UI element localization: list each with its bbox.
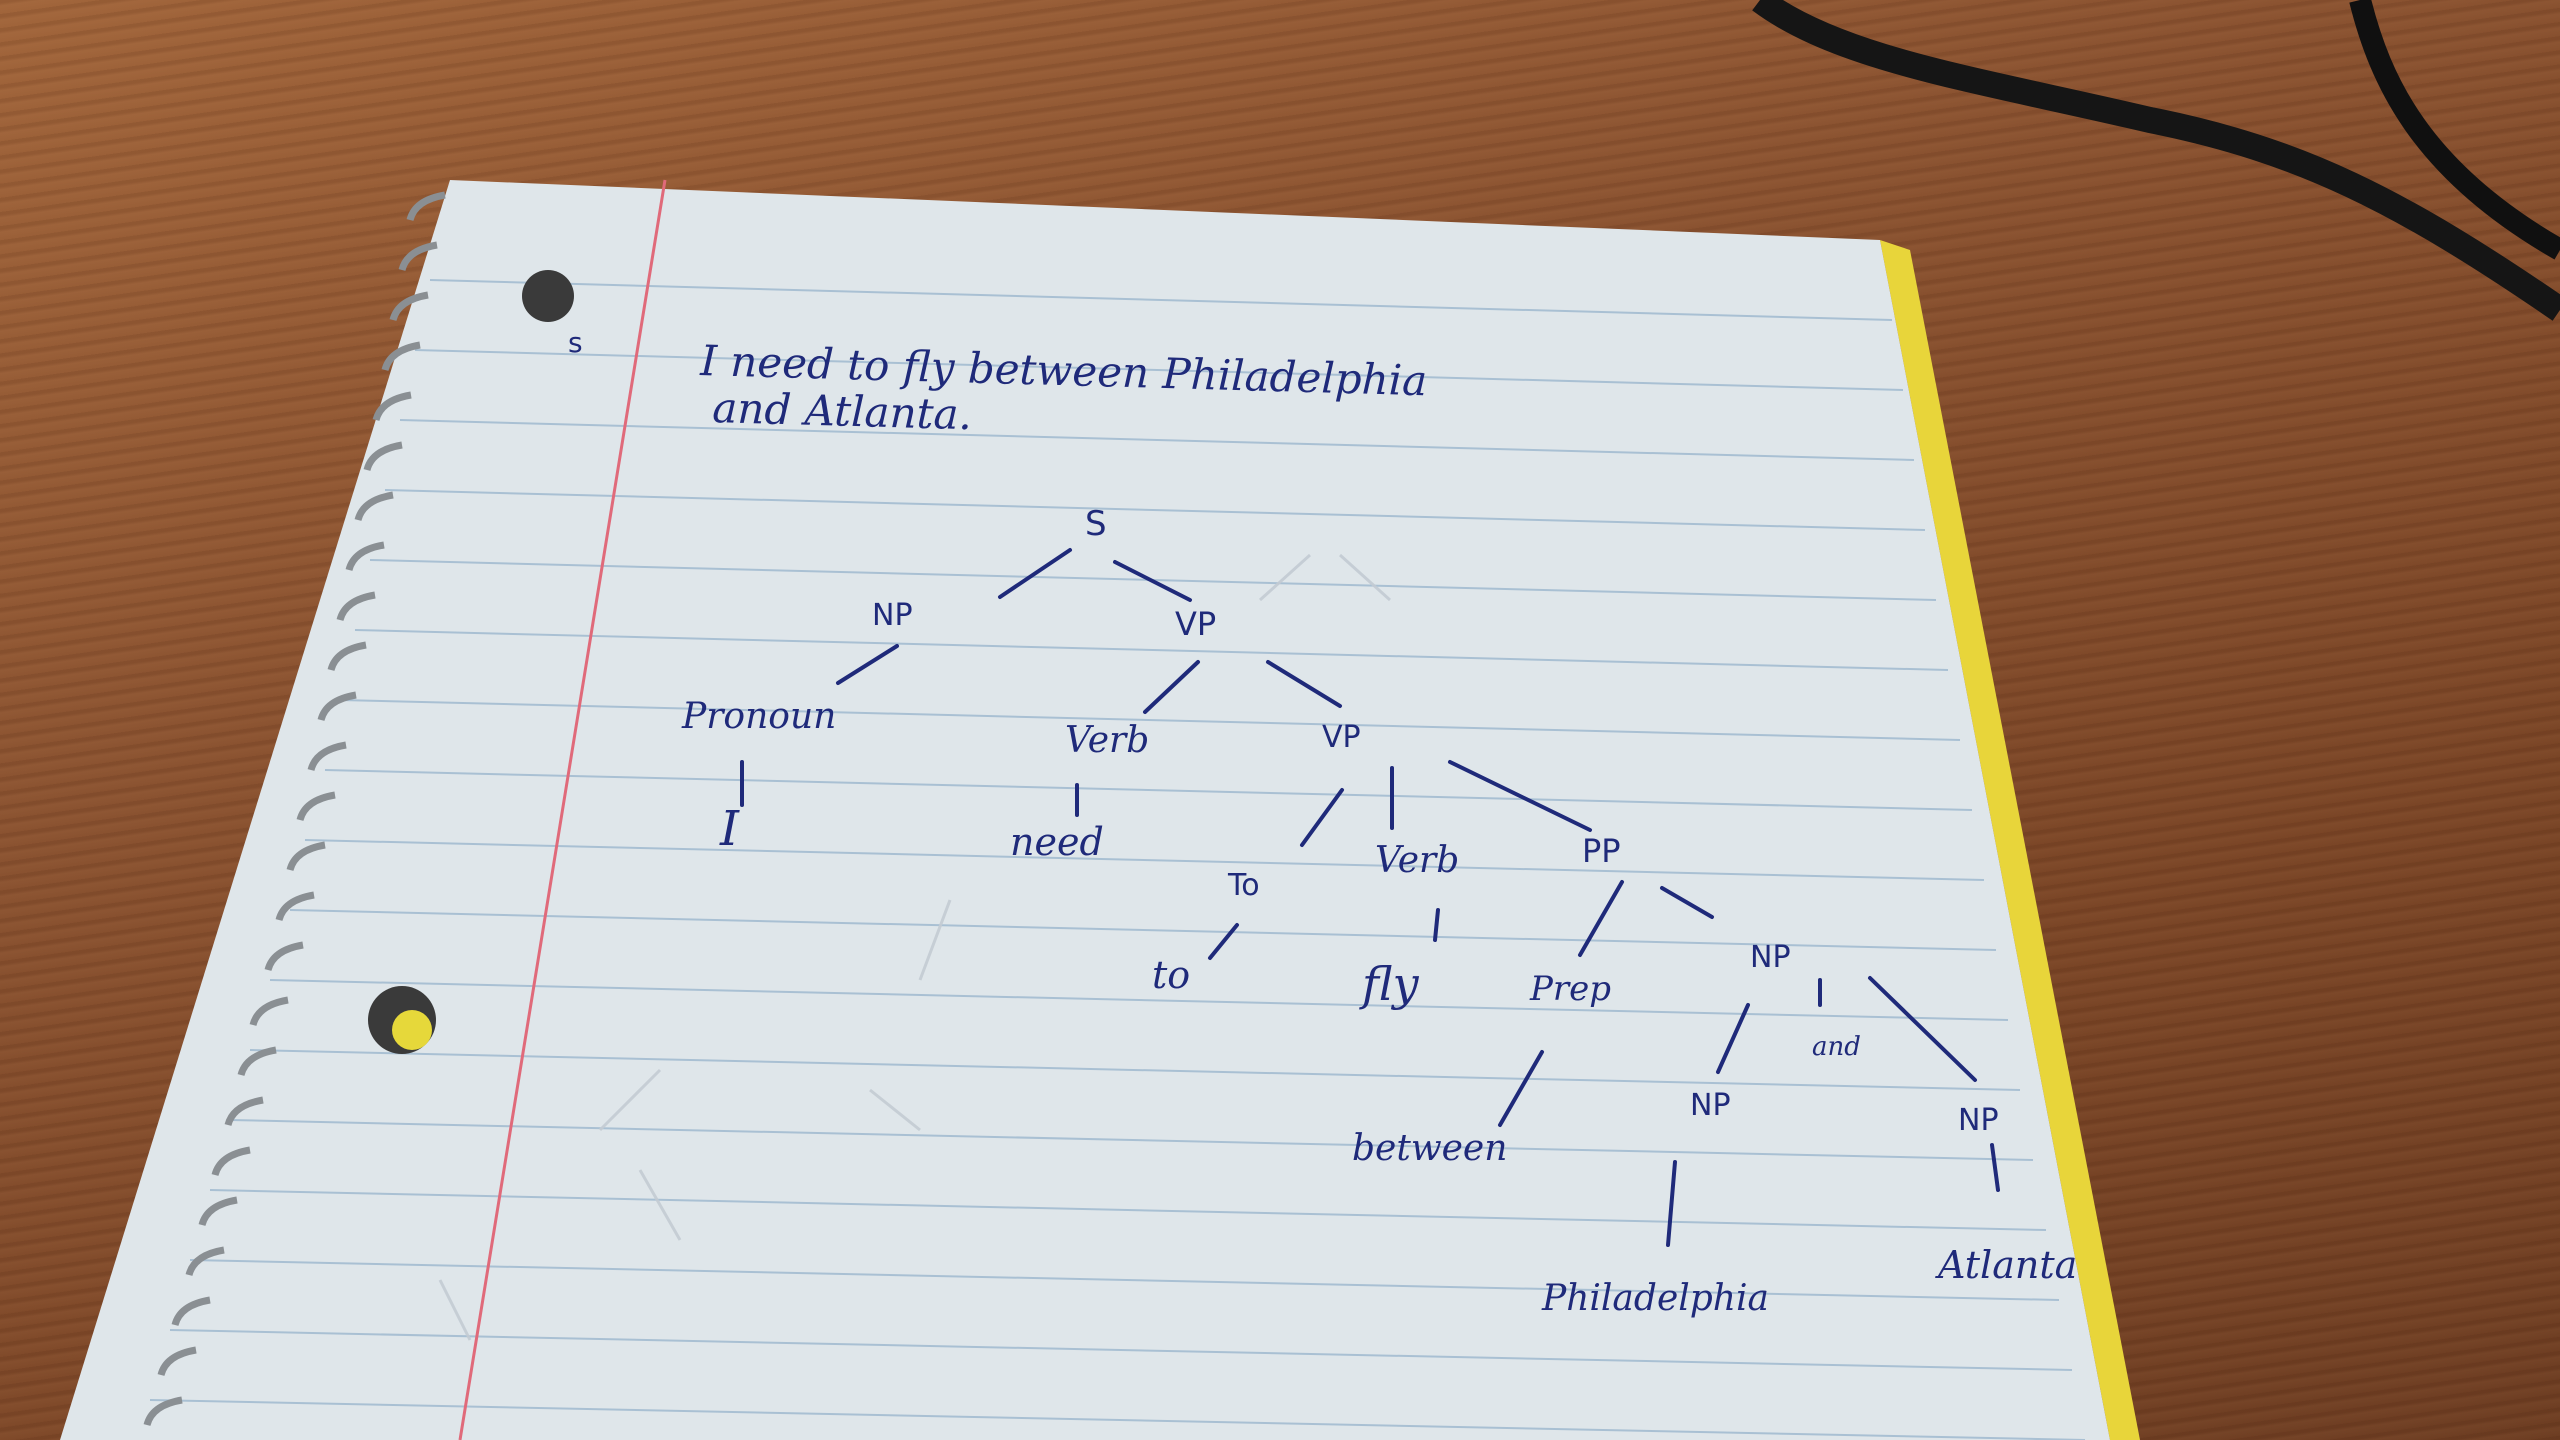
parse-tree: S NP VP Pronoun I Verb need VP To to Ver… (681, 504, 2077, 1319)
tree-node-verb: Verb (1065, 720, 1149, 761)
tree-leaf-and: and (1812, 1032, 1861, 1062)
show-through-marks (438, 553, 1392, 1341)
tree-node-np-coord: NP (1750, 940, 1791, 975)
tree-node-s: S (1085, 504, 1107, 544)
tree-leaf-atlanta: Atlanta (1935, 1243, 2077, 1287)
sentence-line-2: and Atlanta. (712, 383, 973, 439)
black-cable (1752, 0, 2560, 321)
tree-leaf-between: between (1352, 1128, 1507, 1169)
spiral-binding (143, 191, 446, 1427)
tree-node-np-right: NP (1958, 1103, 1999, 1138)
tree-node-to: To (1227, 868, 1260, 903)
binding-hole-top (522, 270, 574, 322)
tree-leaf-to: to (1152, 953, 1190, 997)
parse-tree-edges (740, 548, 2000, 1247)
notebook-yellow-edge (1880, 240, 2140, 1440)
red-margin-line (458, 179, 667, 1440)
ruled-lines (149, 279, 2086, 1440)
tree-node-prep: Prep (1529, 969, 1611, 1009)
black-cable-2 (2349, 0, 2560, 260)
tree-node-np: NP (872, 598, 913, 633)
margin-mark: s (568, 326, 583, 359)
tree-node-pronoun: Pronoun (681, 696, 836, 737)
tree-leaf-i: I (719, 801, 740, 857)
tree-node-vp: VP (1175, 605, 1216, 643)
yellow-show-through (392, 1010, 432, 1050)
tree-leaf-need: need (1010, 820, 1104, 864)
tree-leaf-philadelphia: Philadelphia (1541, 1278, 1769, 1319)
tree-node-vp-2: VP (1322, 720, 1361, 755)
tree-node-pp: PP (1582, 832, 1621, 870)
tree-leaf-fly: fly (1359, 957, 1420, 1011)
tree-node-np-left: NP (1690, 1088, 1731, 1123)
tree-node-verb-2: Verb (1375, 840, 1459, 881)
